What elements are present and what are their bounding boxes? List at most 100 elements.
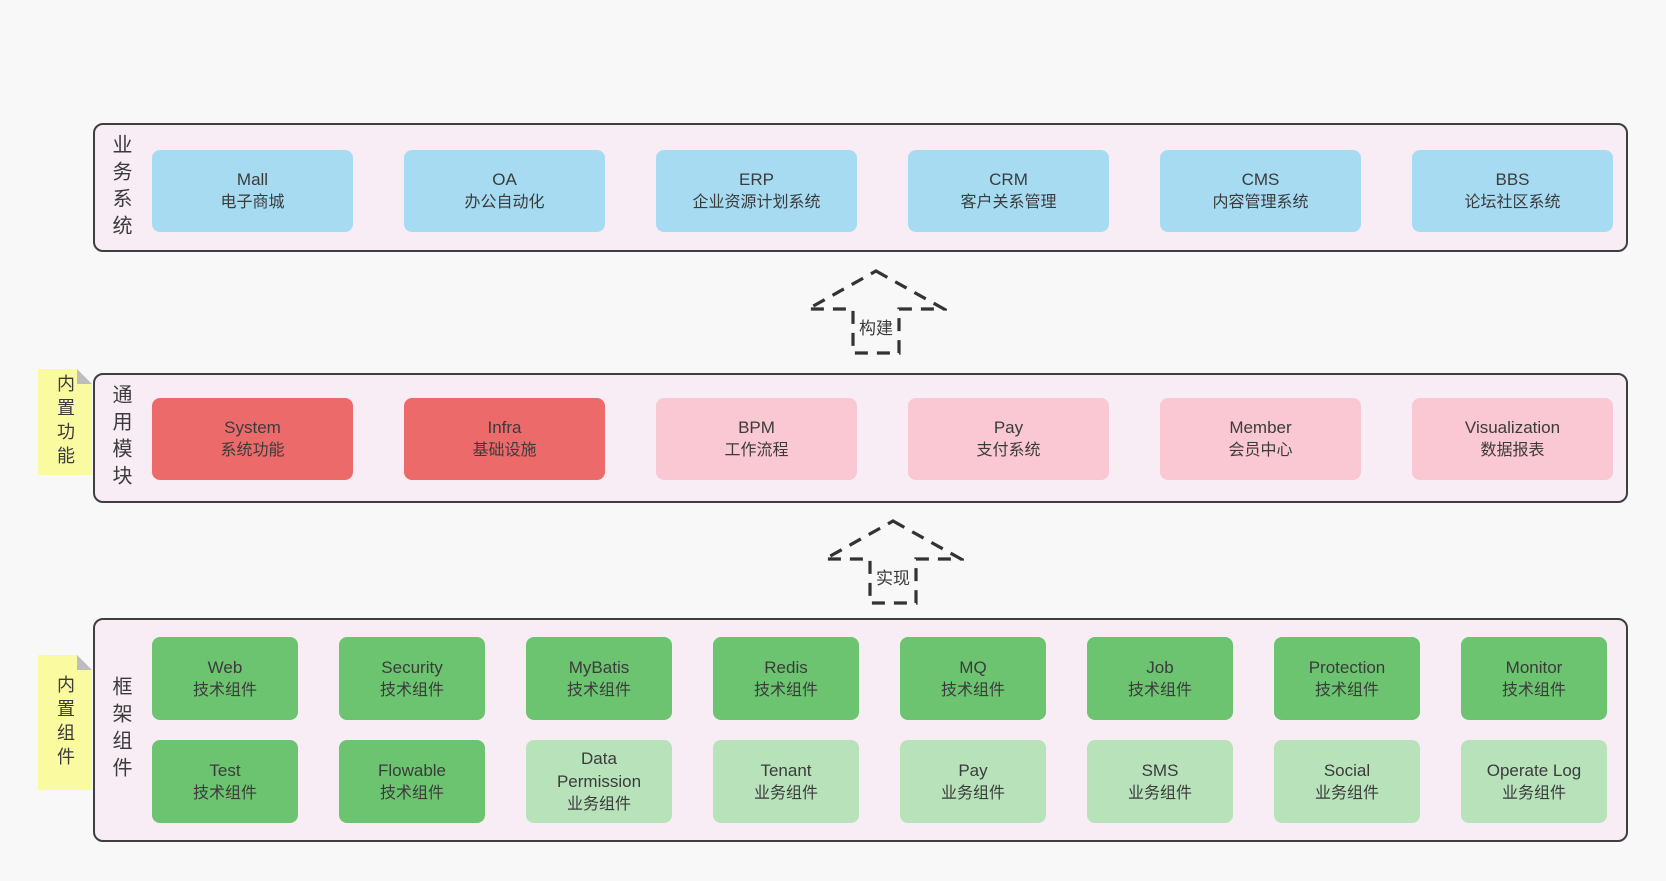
arrow-implement-label: 实现 [873,564,913,589]
box-bbs: BBS 论坛社区系统 [1412,150,1613,232]
box-web: Web 技术组件 [152,637,298,720]
box-mall: Mall 电子商城 [152,150,353,232]
box-monitor: Monitor 技术组件 [1461,637,1607,720]
box-infra: Infra 基础设施 [404,398,605,480]
arrow-outline [822,519,964,605]
box-subtitle: 技术组件 [1501,681,1566,699]
box-test: Test 技术组件 [152,740,298,823]
box-operate-log: Operate Log 业务组件 [1461,740,1607,823]
box-mq: MQ 技术组件 [900,637,1046,720]
box-title: Visualization [1464,418,1561,437]
box-title: System [224,418,281,437]
box-subtitle: 会员中心 [1228,442,1293,459]
box-subtitle: 工作流程 [724,442,789,459]
box-pay-component: Pay 业务组件 [900,740,1046,823]
box-cms: CMS 内容管理系统 [1160,150,1361,232]
box-subtitle: 客户关系管理 [960,194,1057,211]
box-erp: ERP 企业资源计划系统 [656,150,857,232]
box-redis: Redis 技术组件 [713,637,859,720]
business-boxes: Mall 电子商城 OA 办公自动化 ERP 企业资源计划系统 CRM 客户关系… [152,150,1613,232]
band-framework-components: 框架组件 Web 技术组件 Security 技术组件 MyBatis 技术组件… [93,618,1628,842]
box-subtitle: 论坛社区系统 [1464,194,1561,211]
box-subtitle: 技术组件 [192,784,257,802]
box-title: Web [207,657,243,677]
box-title: Job [1146,657,1174,677]
module-boxes: System 系统功能 Infra 基础设施 BPM 工作流程 Pay 支付系统… [152,398,1613,480]
box-title: Member [1229,418,1292,437]
box-title: Pay [993,418,1024,437]
box-title: CRM [989,170,1028,189]
box-flowable: Flowable 技术组件 [339,740,485,823]
box-subtitle: 技术组件 [192,681,257,699]
band-business-systems: 业务系统 Mall 电子商城 OA 办公自动化 ERP 企业资源计划系统 CRM… [93,123,1628,252]
box-subtitle: 业务组件 [1501,784,1566,802]
box-oa: OA 办公自动化 [404,150,605,232]
box-subtitle: 数据报表 [1480,442,1545,459]
box-title: MyBatis [568,657,630,677]
box-title: Protection [1308,657,1386,677]
box-visualization: Visualization 数据报表 [1412,398,1613,480]
sticky-note-text: 内置功能 [55,374,75,470]
box-member: Member 会员中心 [1160,398,1361,480]
arrow-outline [805,269,947,355]
box-crm: CRM 客户关系管理 [908,150,1109,232]
band-business-label: 业务系统 [109,133,131,242]
box-bpm: BPM 工作流程 [656,398,857,480]
box-title: Tenant [760,760,812,780]
box-title: Social [1323,760,1371,780]
box-subtitle: 支付系统 [976,442,1041,459]
box-subtitle: 基础设施 [472,442,537,459]
box-mybatis: MyBatis 技术组件 [526,637,672,720]
box-system: System 系统功能 [152,398,353,480]
dashed-up-arrow-icon [822,519,964,605]
box-subtitle: 技术组件 [566,681,631,699]
box-subtitle: 系统功能 [220,442,285,459]
box-subtitle: 技术组件 [379,784,444,802]
box-title: Monitor [1505,657,1563,677]
box-sms: SMS 业务组件 [1087,740,1233,823]
box-job: Job 技术组件 [1087,637,1233,720]
band-modules-label: 通用模块 [109,384,131,492]
box-subtitle: 业务组件 [940,784,1005,802]
framework-boxes: Web 技术组件 Security 技术组件 MyBatis 技术组件 Redi… [152,637,1607,823]
box-title: SMS [1141,760,1179,780]
box-title: BBS [1495,170,1530,189]
box-subtitle: 技术组件 [379,681,444,699]
sticky-note-built-in-components: 内置组件 [38,655,92,790]
box-subtitle: 业务组件 [1314,784,1379,802]
box-security: Security 技术组件 [339,637,485,720]
box-pay-module: Pay 支付系统 [908,398,1109,480]
box-tenant: Tenant 业务组件 [713,740,859,823]
box-subtitle: 技术组件 [940,681,1005,699]
box-title: OA [492,170,517,189]
box-title: ERP [739,170,774,189]
dashed-up-arrow-icon [805,269,947,355]
arrow-build-label: 构建 [856,314,896,339]
box-subtitle: 业务组件 [1127,784,1192,802]
box-subtitle: 业务组件 [566,796,631,813]
box-title: Security [381,657,443,677]
box-title: Test [209,760,241,780]
box-title: CMS [1241,170,1280,189]
box-title: Data Permission [556,749,642,791]
box-title: Pay [958,760,988,780]
band-common-modules: 通用模块 System 系统功能 Infra 基础设施 BPM 工作流程 Pay… [93,373,1628,503]
box-subtitle: 企业资源计划系统 [692,194,821,211]
sticky-note-built-in-functions: 内置功能 [38,369,92,475]
box-social: Social 业务组件 [1274,740,1420,823]
box-subtitle: 技术组件 [753,681,818,699]
box-title: Redis [764,657,808,677]
box-title: Infra [487,418,522,437]
sticky-note-text: 内置组件 [55,674,75,771]
box-data-permission: Data Permission 业务组件 [526,740,672,823]
box-protection: Protection 技术组件 [1274,637,1420,720]
box-subtitle: 电子商城 [220,194,285,211]
arrow-up-implement: 实现 [822,518,964,606]
box-subtitle: 技术组件 [1314,681,1379,699]
box-subtitle: 业务组件 [753,784,818,802]
box-title: MQ [959,657,987,677]
box-title: BPM [738,418,775,437]
box-subtitle: 技术组件 [1127,681,1192,699]
box-subtitle: 办公自动化 [464,194,545,211]
